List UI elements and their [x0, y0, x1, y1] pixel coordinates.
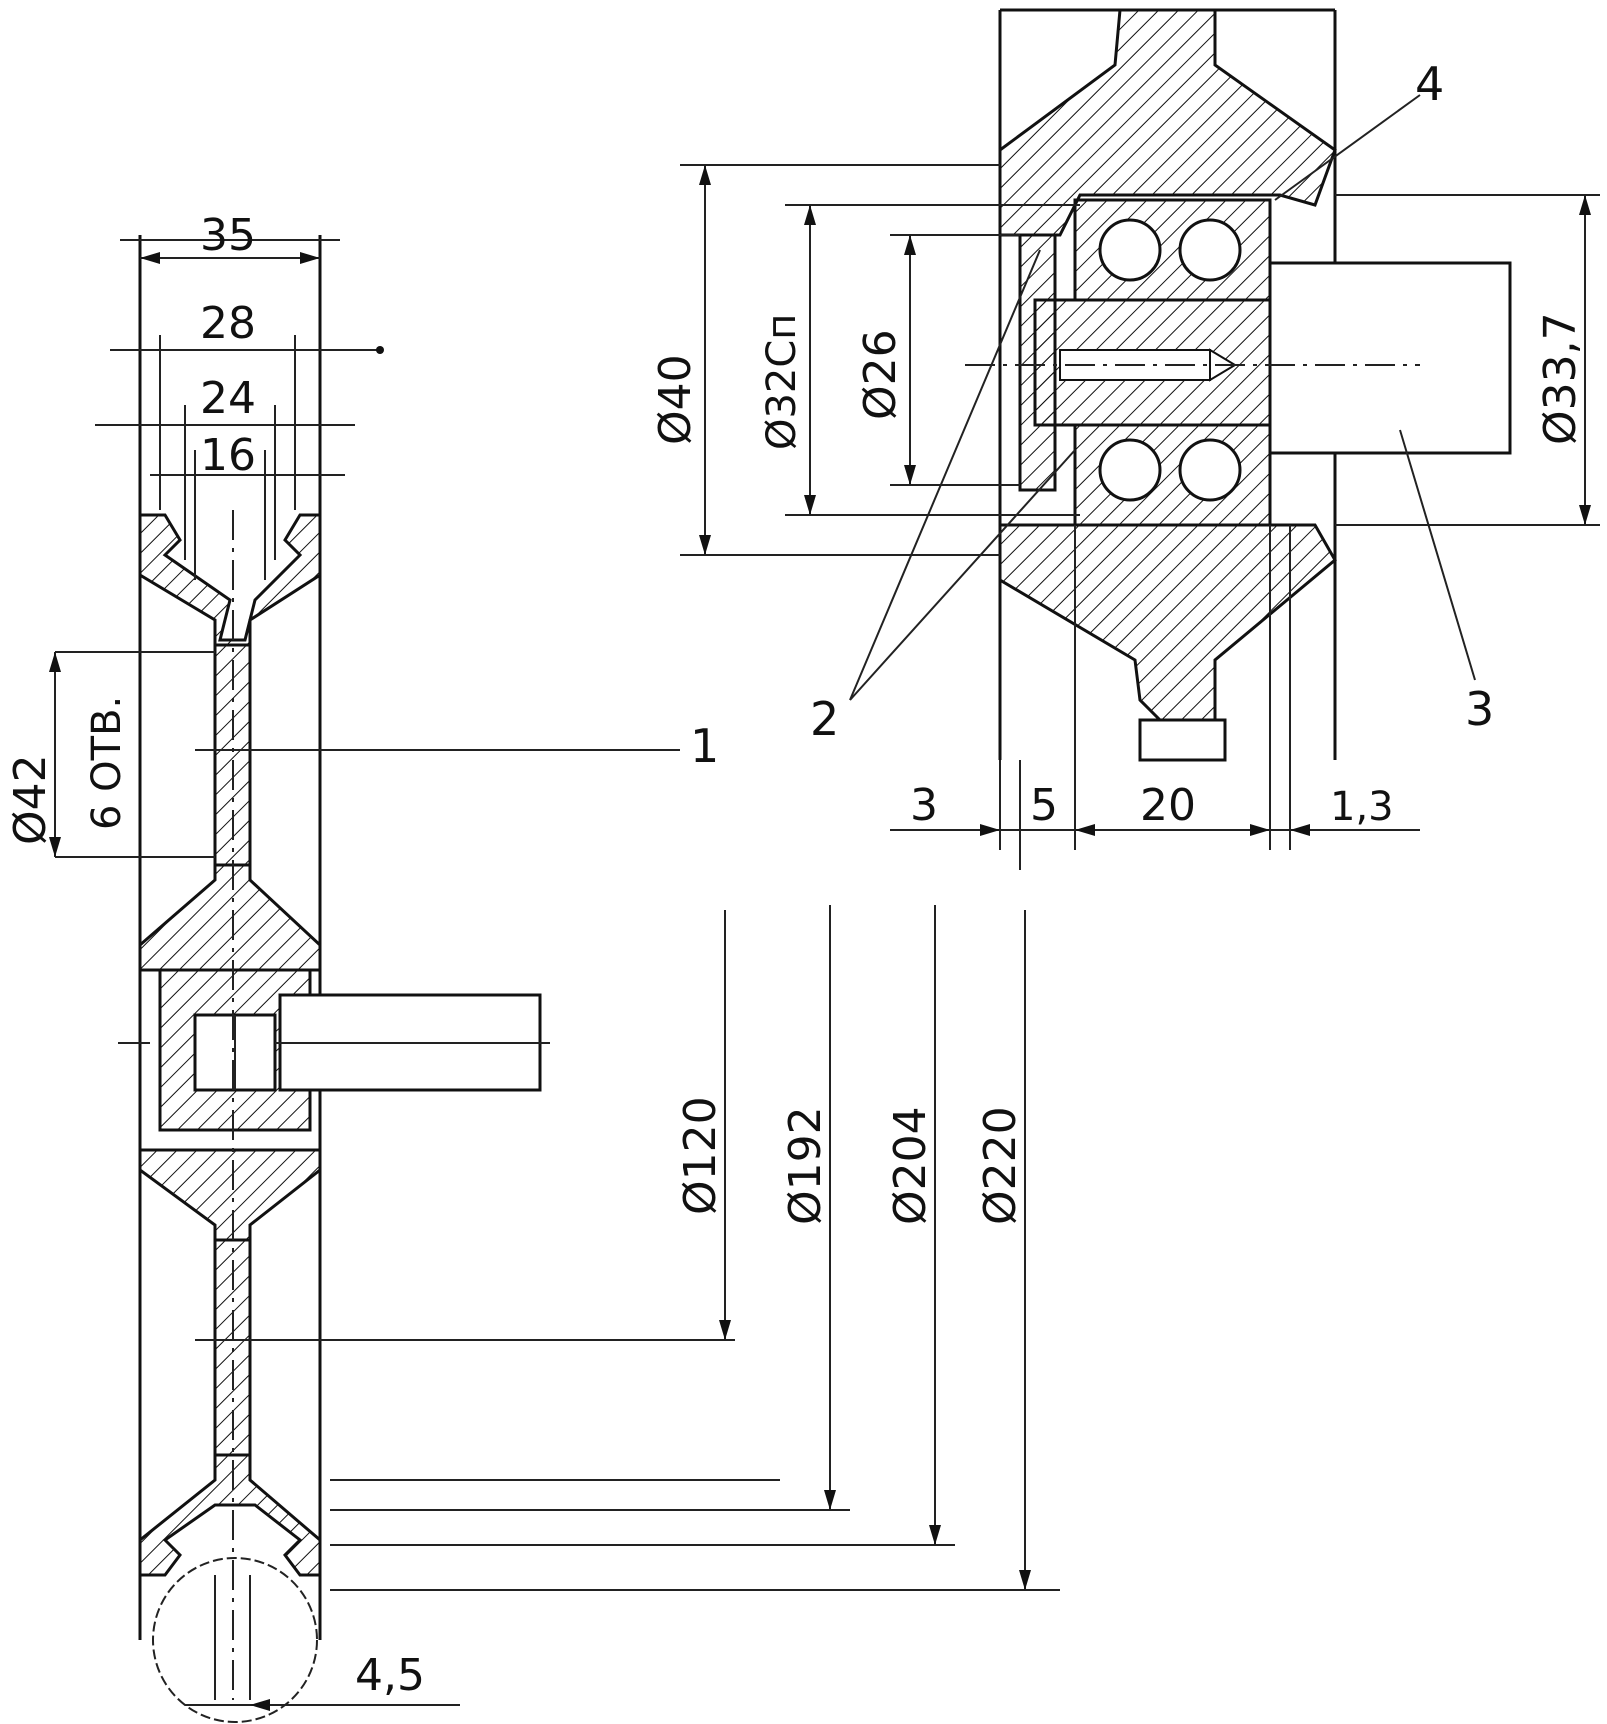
dim-w13: 1,3 [1330, 784, 1394, 830]
hub-detail-view [965, 8, 1512, 762]
dim-42: Ø42 [5, 754, 56, 845]
dim-24: 24 [200, 373, 256, 424]
ref-4: 4 [1415, 57, 1444, 111]
diameter-dimensions: Ø120 Ø192 Ø204 Ø220 [330, 905, 1060, 1591]
dim-28: 28 [200, 298, 256, 349]
dim-120: Ø120 [675, 1096, 726, 1215]
rim-top [138, 513, 322, 647]
holes-dimension: Ø42 6 ОТВ. [5, 651, 215, 858]
rim-bottom [138, 1453, 322, 1577]
groove-dimension: 4,5 [185, 1650, 460, 1711]
hub-upper [138, 863, 322, 972]
pulley-section-view [118, 235, 735, 1723]
washer [1018, 233, 1057, 492]
detail-circle [152, 1557, 318, 1723]
detail-diameter-dimensions: Ø40 Ø32Сп Ø26 Ø33,7 [650, 164, 1600, 556]
dim-192: Ø192 [780, 1106, 831, 1225]
dim-35: 35 [200, 210, 256, 261]
dim-204: Ø204 [885, 1106, 936, 1225]
width-dimensions: 35 28 24 16 [95, 210, 384, 580]
hub-lower [138, 1148, 322, 1242]
dim-220: Ø220 [975, 1106, 1026, 1225]
detail-hub-lower [998, 523, 1337, 722]
dim-26: Ø26 [855, 329, 906, 420]
dim-40: Ø40 [650, 354, 701, 445]
dim-32: Ø32Сп [759, 314, 805, 450]
dim-w3: 3 [910, 780, 938, 831]
dim-4-5: 4,5 [355, 1650, 425, 1701]
ref-2: 2 [810, 692, 839, 746]
dim-w20: 20 [1140, 780, 1196, 831]
detail-width-dimensions: 3 5 20 1,3 [890, 525, 1420, 870]
dim-33-7: Ø33,7 [1535, 312, 1586, 445]
dim-16: 16 [200, 430, 256, 481]
detail-shaft [1268, 261, 1512, 455]
dim-w5: 5 [1030, 780, 1058, 831]
ref-3: 3 [1465, 682, 1494, 736]
ref-1: 1 [690, 719, 719, 773]
part-leaders: 4 2 3 [810, 57, 1494, 746]
dim-holes-count: 6 ОТВ. [84, 696, 130, 830]
